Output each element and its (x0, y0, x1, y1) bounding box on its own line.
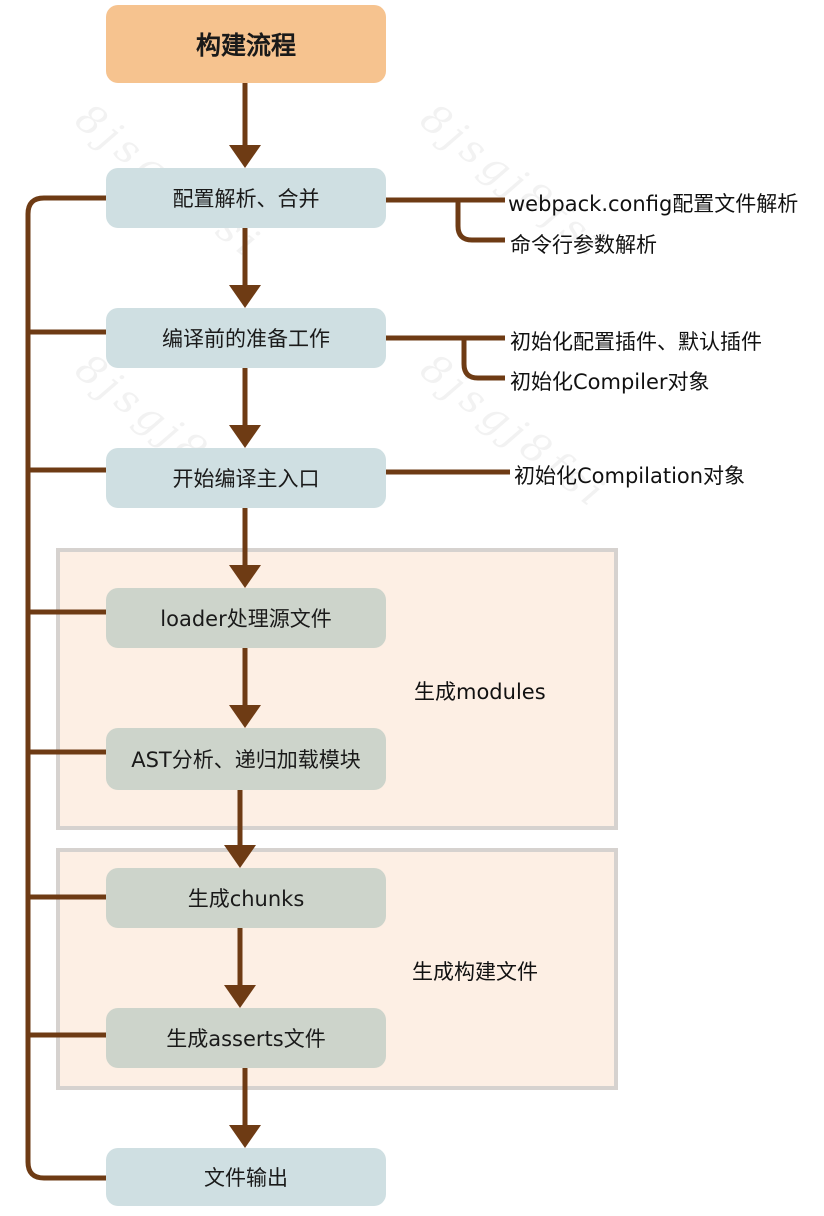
arrow-head (229, 285, 261, 308)
note-connector (386, 335, 505, 381)
arrow-head (224, 985, 256, 1008)
step-output: 文件输出 (106, 1148, 386, 1206)
arrow-head (229, 425, 261, 448)
step-assets: 生成asserts文件 (106, 1008, 386, 1068)
step-config-merge: 配置解析、合并 (106, 168, 386, 228)
note-init-plugins: 初始化配置插件、默认插件 (510, 330, 762, 354)
note-init-compilation: 初始化Compilation对象 (514, 464, 746, 488)
left-bus-line (25, 195, 106, 1181)
note-connector (386, 197, 505, 243)
arrow-head (229, 705, 261, 728)
arrow-head (229, 565, 261, 588)
group-modules-label: 生成modules (414, 680, 546, 704)
arrow-head (229, 1125, 261, 1148)
note-cli-args: 命令行参数解析 (510, 233, 657, 257)
arrow-head (224, 845, 256, 868)
start-node-title: 构建流程 (106, 5, 386, 83)
note-webpack-config: webpack.config配置文件解析 (508, 192, 799, 216)
step-loader: loader处理源文件 (106, 588, 386, 648)
group-build-label: 生成构建文件 (412, 960, 538, 984)
arrow-head (229, 145, 261, 168)
step-chunks: 生成chunks (106, 868, 386, 928)
step-ast: AST分析、递归加载模块 (106, 728, 386, 790)
step-compile-entry: 开始编译主入口 (106, 448, 386, 508)
step-pre-compile: 编译前的准备工作 (106, 308, 386, 368)
note-init-compiler: 初始化Compiler对象 (510, 370, 710, 394)
